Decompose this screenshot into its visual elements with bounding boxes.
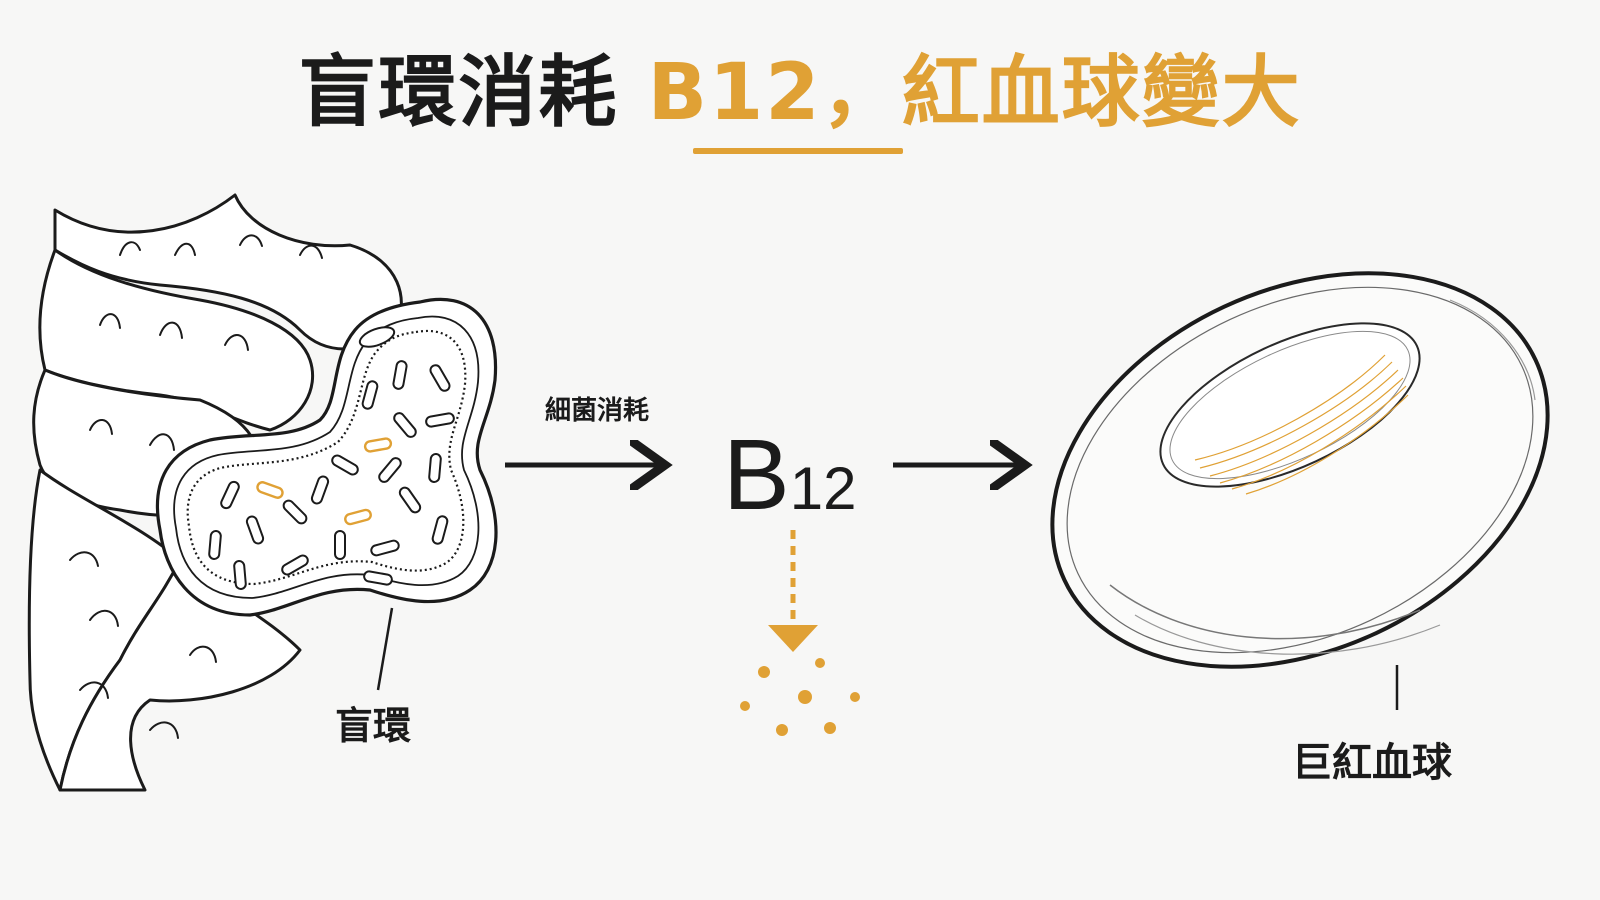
bacterium bbox=[378, 457, 402, 483]
bacterium-highlighted bbox=[256, 481, 284, 499]
bacterium bbox=[392, 360, 408, 390]
bacterium bbox=[220, 480, 240, 510]
bacterium bbox=[233, 560, 247, 590]
cecum-leader-line bbox=[376, 607, 394, 691]
bacteria-highlighted bbox=[256, 437, 393, 526]
diagram-title: 盲環消耗 B12，紅血球變大 bbox=[0, 30, 1600, 142]
bacterium bbox=[363, 570, 393, 586]
bacterium bbox=[431, 515, 449, 545]
bacterium bbox=[361, 380, 379, 410]
bacterium-highlighted bbox=[344, 508, 372, 526]
bacterium bbox=[331, 454, 359, 476]
b12-letter: B bbox=[723, 419, 790, 531]
title-underline bbox=[693, 148, 903, 154]
bacterium bbox=[425, 412, 455, 428]
title-accent-part: B12，紅血球變大 bbox=[647, 48, 1302, 138]
bacterium bbox=[428, 453, 442, 483]
b12-number: 12 bbox=[789, 455, 857, 522]
bacterium-highlighted bbox=[363, 437, 393, 453]
bacterium bbox=[281, 554, 309, 576]
bacteria bbox=[208, 360, 455, 590]
megalocyte-label: 巨紅血球 bbox=[1292, 740, 1452, 786]
scattered-b12-dots bbox=[740, 658, 860, 736]
bacterium bbox=[370, 539, 400, 557]
megalocyte bbox=[1050, 271, 1550, 669]
bacterium bbox=[282, 499, 308, 525]
bacterium bbox=[398, 486, 422, 514]
intestine-folds bbox=[69, 234, 323, 739]
bacterium bbox=[208, 530, 222, 560]
bacterium bbox=[310, 475, 330, 505]
bacterium bbox=[245, 515, 265, 545]
bacterium bbox=[393, 412, 417, 438]
title-dark-part: 盲環消耗 bbox=[298, 48, 648, 138]
bacterium bbox=[429, 364, 451, 392]
depletion-arrow-head bbox=[768, 625, 818, 652]
bacterium bbox=[334, 530, 346, 560]
intestine-loops bbox=[27, 193, 403, 792]
megalocyte-pallor-shading bbox=[1194, 354, 1409, 495]
bacteria-consume-label: 細菌消耗 bbox=[545, 396, 650, 426]
b12-label: B12 bbox=[723, 418, 856, 533]
cecum-label: 盲環 bbox=[335, 704, 412, 748]
